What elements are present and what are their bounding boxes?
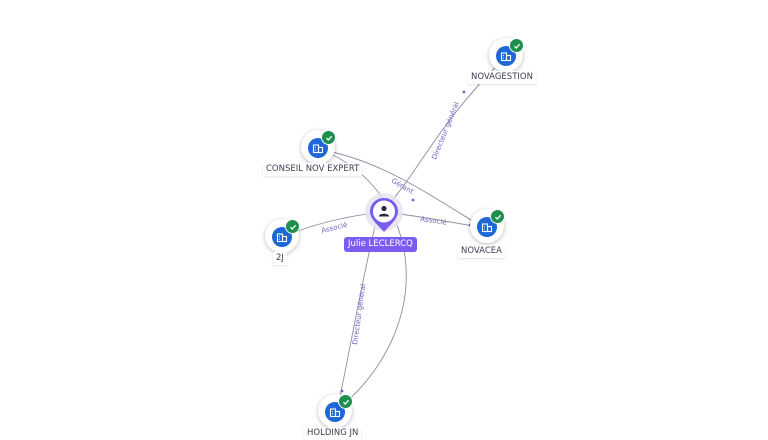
verified-check-icon: [321, 130, 336, 145]
company-label-novacea: NOVACEA: [458, 245, 505, 258]
verified-check-icon: [285, 219, 300, 234]
edge-conseil-novacea: [321, 149, 485, 229]
verified-check-icon: [490, 209, 505, 224]
verified-check-icon: [509, 38, 524, 53]
company-node-novacea[interactable]: [470, 209, 505, 243]
company-node-conseil-nov-expert[interactable]: [301, 130, 336, 164]
company-node-holding-jn[interactable]: [318, 394, 353, 428]
person-node[interactable]: [364, 190, 404, 236]
company-label-novagestion: NOVAGESTION: [468, 71, 536, 84]
person-icon: [378, 205, 390, 217]
verified-check-icon: [338, 394, 353, 409]
location-pin-icon: [365, 193, 403, 232]
company-node-2j[interactable]: [265, 219, 300, 253]
edge-label-novacea: Associé: [420, 215, 447, 227]
edge-label-novagestion: Directeur général: [430, 101, 460, 161]
company-node-novagestion[interactable]: [489, 38, 524, 72]
person-label: Julie LECLERCQ: [344, 237, 417, 252]
company-label-conseil-nov-expert: CONSEIL NOV EXPERT: [263, 163, 363, 176]
edge-label-holding: Directeur général: [351, 283, 367, 345]
company-label-2j: 2J: [273, 252, 287, 265]
company-label-holding-jn: HOLDING JN: [304, 427, 362, 440]
